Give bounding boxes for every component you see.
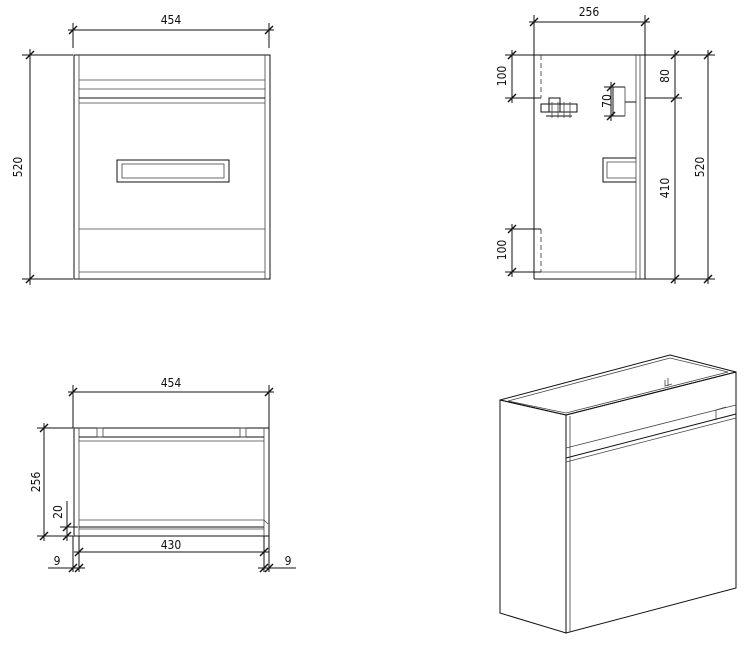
top-right-gap-dimension: 9 [285, 554, 292, 568]
side-top-right-dimension: 80 [658, 69, 672, 83]
side-depth-dimension: 256 [579, 5, 600, 19]
side-top-offset-dimension: 100 [495, 66, 509, 87]
front-width-dimension: 454 [161, 13, 182, 27]
drawer-handle [116, 159, 230, 183]
top-view: 454 256 20 430 [29, 376, 296, 573]
side-bottom-offset-dimension: 100 [495, 240, 509, 261]
front-view: 454 520 [11, 13, 274, 285]
side-view: 256 100 100 [495, 5, 715, 284]
wall-bracket [540, 97, 578, 118]
top-panel-dimension: 20 [51, 505, 65, 519]
side-height-dimension: 520 [693, 157, 707, 178]
side-bracket-dimension: 70 [600, 94, 614, 108]
side-lower-height-dimension: 410 [658, 178, 672, 199]
top-width-dimension: 454 [161, 376, 182, 390]
top-left-gap-dimension: 9 [54, 554, 61, 568]
top-inner-width-dimension: 430 [161, 538, 182, 552]
front-height-dimension: 520 [11, 157, 25, 178]
isometric-view [499, 354, 737, 634]
top-depth-dimension: 256 [29, 472, 43, 493]
